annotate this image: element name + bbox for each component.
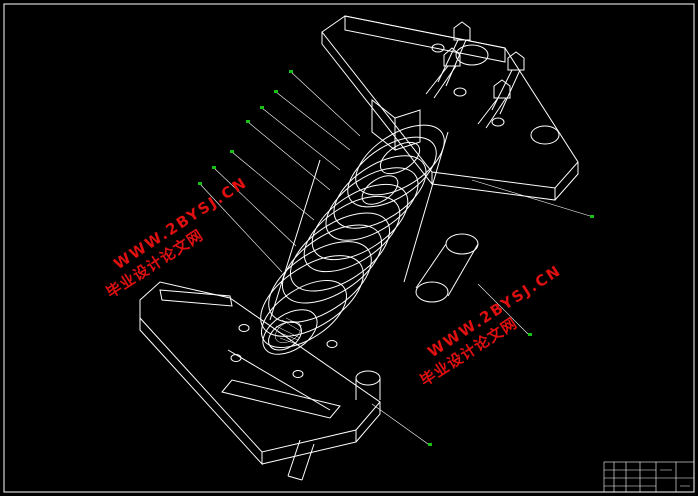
leader-lines <box>199 71 591 445</box>
balloons <box>198 70 594 446</box>
lower-components <box>230 324 381 481</box>
mesh-pattern <box>275 317 303 345</box>
lower-plate <box>139 281 381 466</box>
guide-bush <box>415 233 479 303</box>
drawing-frame <box>3 3 695 493</box>
punch-holder <box>371 98 421 152</box>
disc-stack <box>260 124 449 355</box>
top-plate <box>321 15 579 201</box>
title-block <box>603 461 695 493</box>
socket-screws <box>425 21 525 129</box>
